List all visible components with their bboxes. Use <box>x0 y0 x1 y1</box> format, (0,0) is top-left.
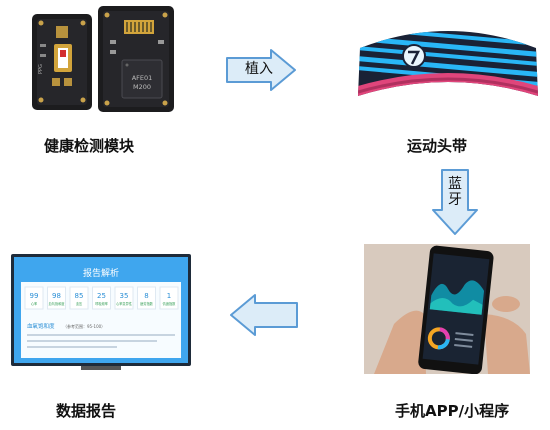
bluetooth-label: 蓝 牙 <box>440 176 470 208</box>
report-section-title: 血氧饱和度 <box>27 322 55 330</box>
headband-caption: 运动头带 <box>407 137 468 155</box>
report-section-note: （参考范围：95-100） <box>63 323 105 329</box>
pcb-board-left: PPG <box>32 14 92 110</box>
report-stat-value: 85 <box>75 292 84 300</box>
report-stat-label: 心率 <box>31 301 38 306</box>
chip-mark-line2: M200 <box>133 83 151 91</box>
data-report-screen: 报告解析 99心率98血氧饱和度85血压25呼吸频率35心率变异性8疲劳指数1情… <box>11 254 191 370</box>
report-stat-value: 35 <box>120 292 129 300</box>
pcb-board-right: AFE01 M200 <box>98 6 174 112</box>
bluetooth-label-line1: 蓝 <box>448 176 462 192</box>
headband-image <box>358 31 538 96</box>
chip-mark-line1: AFE01 <box>132 74 153 82</box>
report-stat-label: 血压 <box>76 301 83 306</box>
report-caption: 数据报告 <box>56 402 117 420</box>
report-stat-label: 呼吸频率 <box>95 301 109 306</box>
bluetooth-arrow <box>432 169 478 235</box>
implant-arrow-label: 植入 <box>245 61 273 77</box>
report-stat-label: 情绪指数 <box>163 301 177 306</box>
bluetooth-label-line2: 牙 <box>448 192 462 209</box>
pcb-label: PPG <box>38 64 44 74</box>
report-stat-label: 疲劳指数 <box>140 301 154 306</box>
report-stat-label: 血氧饱和度 <box>49 301 66 306</box>
health-module-image: PPG AFE01 M200 <box>32 6 174 112</box>
implant-arrow <box>226 49 296 91</box>
report-stat-value: 98 <box>52 292 61 300</box>
report-arrow <box>230 294 298 336</box>
headband-logo <box>402 44 426 68</box>
phone-caption: 手机APP/小程序 <box>395 402 510 420</box>
report-stat-value: 1 <box>167 292 171 300</box>
report-screen-title: 报告解析 <box>83 267 119 279</box>
report-stat-value: 99 <box>30 292 39 300</box>
report-stat-value: 25 <box>97 292 106 300</box>
report-stat-value: 8 <box>144 292 148 300</box>
report-stat-label: 心率变异性 <box>116 301 133 306</box>
phone-app-image <box>364 244 530 374</box>
module-caption: 健康检测模块 <box>44 137 135 155</box>
